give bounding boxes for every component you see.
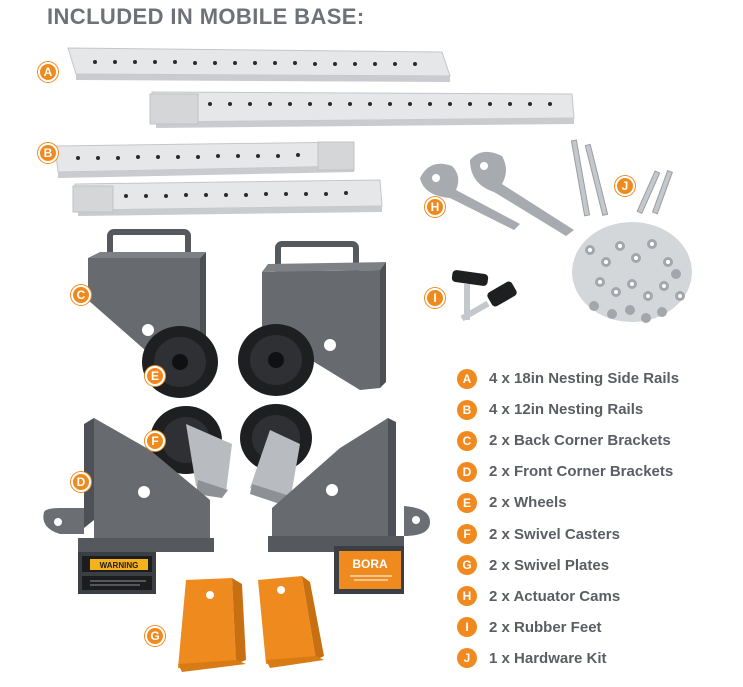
- legend-badge: C: [457, 430, 477, 451]
- page-title: INCLUDED IN MOBILE BASE:: [47, 4, 365, 29]
- hardware-nuts-pile: [572, 222, 692, 323]
- legend-text: 2 x Back Corner Brackets: [489, 432, 671, 450]
- legend-item-a: A 4 x 18in Nesting Side Rails: [457, 363, 737, 394]
- legend-text: 1 x Hardware Kit: [489, 649, 607, 667]
- legend-badge: A: [457, 368, 477, 389]
- bora-logo-label: BORA: [352, 557, 388, 571]
- badge-e: E: [145, 366, 165, 386]
- swivel-plate-left: [178, 578, 246, 672]
- legend-item-i: I 2 x Rubber Feet: [457, 612, 737, 643]
- rubber-foot-1: [451, 270, 489, 320]
- nesting-rail-b-1: [54, 141, 355, 178]
- legend-badge: D: [457, 461, 477, 482]
- legend-item-c: C 2 x Back Corner Brackets: [457, 425, 737, 456]
- front-corner-bracket-right: BORA: [268, 418, 430, 594]
- legend-text: 2 x Wheels: [489, 494, 567, 512]
- badge-c: C: [71, 285, 91, 305]
- nesting-rail-b-2: [72, 179, 383, 216]
- legend-badge: G: [457, 555, 477, 576]
- parts-legend: A 4 x 18in Nesting Side Rails B 4 x 12in…: [457, 363, 737, 674]
- side-rail-a-1: [67, 47, 451, 82]
- legend-text: 4 x 12in Nesting Rails: [489, 401, 644, 419]
- badge-a: A: [38, 62, 58, 82]
- side-rail-a-2: [149, 91, 575, 128]
- legend-text: 2 x Swivel Plates: [489, 556, 610, 574]
- badge-b: B: [38, 143, 58, 163]
- badge-i: I: [425, 288, 445, 308]
- badge-h: H: [425, 197, 445, 217]
- badge-g: G: [145, 626, 165, 646]
- legend-item-e: E 2 x Wheels: [457, 487, 737, 518]
- legend-item-g: G 2 x Swivel Plates: [457, 550, 737, 581]
- front-corner-bracket-left: WARNING: [43, 418, 214, 594]
- swivel-caster-right: [240, 404, 312, 506]
- badge-j: J: [615, 176, 635, 196]
- legend-text: 4 x 18in Nesting Side Rails: [489, 370, 680, 388]
- legend-item-j: J 1 x Hardware Kit: [457, 643, 737, 674]
- warning-label: WARNING: [100, 561, 139, 570]
- swivel-caster-left: [150, 406, 232, 498]
- wheel-right: [238, 324, 314, 396]
- badge-d: D: [71, 472, 91, 492]
- legend-badge: H: [457, 586, 477, 607]
- legend-badge: J: [457, 648, 477, 669]
- back-corner-bracket-right: [262, 241, 386, 390]
- legend-text: 2 x Rubber Feet: [489, 618, 602, 636]
- actuator-cam-2: [470, 151, 574, 236]
- legend-item-f: F 2 x Swivel Casters: [457, 518, 737, 549]
- swivel-plate-right: [258, 576, 324, 668]
- legend-text: 2 x Swivel Casters: [489, 525, 620, 543]
- legend-badge: E: [457, 492, 477, 513]
- wheel-left: [142, 326, 218, 398]
- legend-item-b: B 4 x 12in Nesting Rails: [457, 394, 737, 425]
- legend-item-h: H 2 x Actuator Cams: [457, 581, 737, 612]
- legend-text: 2 x Actuator Cams: [489, 587, 621, 605]
- legend-text: 2 x Front Corner Brackets: [489, 463, 674, 481]
- legend-badge: B: [457, 399, 477, 420]
- badge-f: F: [145, 431, 165, 451]
- actuator-cam-1: [420, 163, 520, 230]
- hardware-bolts: [570, 139, 673, 217]
- rubber-foot-2: [460, 281, 517, 322]
- legend-badge: I: [457, 617, 477, 638]
- legend-badge: F: [457, 524, 477, 545]
- legend-item-d: D 2 x Front Corner Brackets: [457, 456, 737, 487]
